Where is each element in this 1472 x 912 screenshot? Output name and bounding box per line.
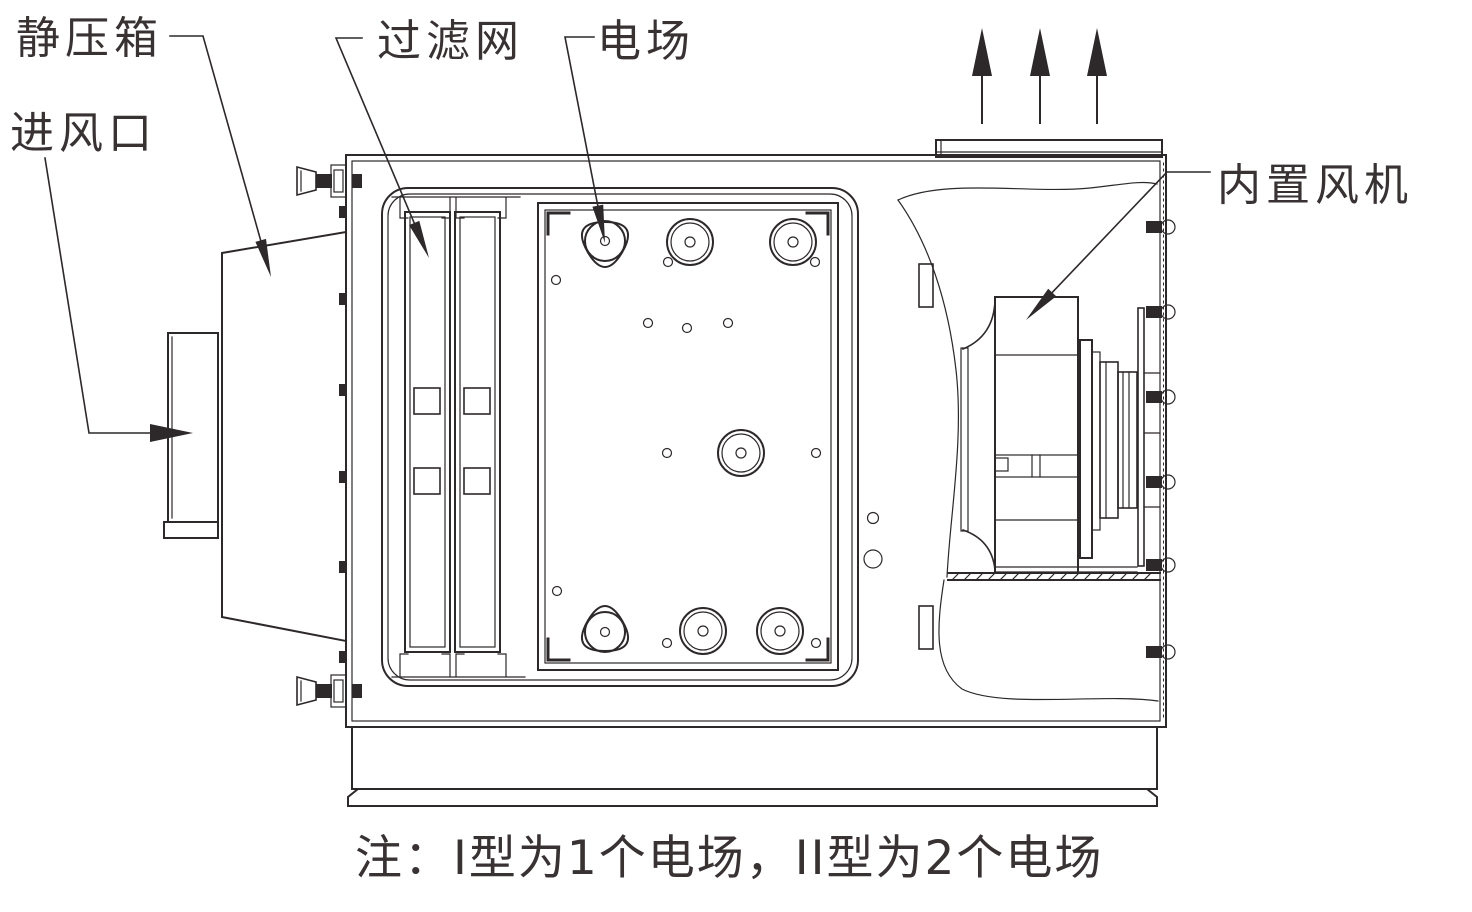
leader-built-in-fan — [1026, 171, 1211, 320]
panel-hole — [661, 447, 673, 459]
door-latch-bottom — [296, 674, 362, 708]
built-in-fan — [960, 296, 1161, 574]
door-latch-top — [296, 164, 362, 198]
corner-bracket — [805, 637, 830, 662]
scroll-inlet-curve — [961, 528, 996, 571]
corner-bracket — [546, 211, 571, 236]
fan-scroll-housing — [994, 296, 1079, 574]
exhaust-airflow-arrows — [972, 28, 1107, 124]
up-arrow-icon — [1030, 28, 1050, 124]
bolt — [1146, 304, 1176, 320]
leader-electric-field — [564, 36, 605, 243]
filter-handle — [413, 387, 441, 415]
break-line — [938, 579, 1159, 702]
rivet — [339, 561, 347, 573]
panel-hole — [662, 256, 674, 268]
filter-handle — [413, 467, 441, 495]
label-electric-field: 电场 — [597, 16, 695, 67]
panel-hole — [866, 511, 880, 525]
break-line — [897, 181, 1158, 201]
label-plenum: 静压箱 — [16, 13, 163, 64]
rivet — [339, 384, 347, 396]
tri-knob-top — [581, 220, 629, 268]
inner-door-frame — [381, 187, 859, 687]
rivet — [339, 471, 347, 483]
corner-bracket — [546, 637, 571, 662]
base-pedestal — [347, 726, 1158, 807]
up-arrow-icon — [972, 28, 992, 124]
motor-mount-rail — [1137, 307, 1145, 567]
right-arrow-icon — [150, 424, 193, 442]
fan-back-plate — [960, 347, 969, 532]
inlet-duct — [163, 332, 219, 539]
bolt — [1146, 219, 1176, 235]
cabinet-inner-wall — [351, 160, 1161, 722]
note-text: 注：I型为1个电场，II型为2个电场 — [355, 831, 1103, 886]
bushing — [679, 607, 727, 655]
fan-compartment — [897, 181, 1161, 702]
bolt — [1146, 644, 1176, 660]
plenum-box — [221, 230, 348, 643]
label-inlet: 进风口 — [10, 108, 157, 159]
panel-hole — [810, 447, 822, 459]
panel-hole — [661, 637, 673, 649]
filter-handle — [463, 387, 491, 415]
wall-bracket — [918, 263, 934, 308]
label-built-in-fan: 内置风机 — [1217, 160, 1413, 211]
tri-knob-bottom — [581, 605, 629, 653]
rivet — [339, 206, 347, 218]
fan-deck — [947, 572, 1161, 581]
filter-slot-rails — [391, 196, 526, 678]
panel-hole — [551, 585, 563, 597]
bolt — [1146, 474, 1176, 490]
panel-hole — [809, 256, 821, 268]
panel-hole — [810, 637, 822, 649]
rivet — [339, 293, 347, 305]
leader-filter-mesh — [334, 37, 429, 258]
electric-field-panel — [537, 202, 883, 671]
filter-panel-2 — [454, 211, 501, 653]
wall-bracket — [918, 605, 934, 650]
bushing — [769, 218, 817, 266]
filter-handle — [463, 467, 491, 495]
scroll-inlet-curve — [961, 299, 996, 351]
up-arrow-icon — [1087, 28, 1107, 124]
panel-holes — [550, 256, 883, 649]
corner-bracket — [805, 211, 830, 236]
outlet-duct — [935, 139, 1163, 158]
bolt — [1146, 557, 1176, 573]
hatch-marks — [951, 572, 1152, 581]
rivet — [339, 651, 347, 663]
label-filter-mesh: 过滤网 — [377, 16, 524, 67]
leader-plenum — [169, 35, 271, 277]
bushing — [717, 429, 765, 477]
panel-hole — [722, 317, 734, 329]
leader-lines — [169, 35, 1211, 320]
bushing — [666, 218, 714, 266]
left-wall-rivets — [339, 206, 347, 663]
panel-hole — [863, 549, 883, 569]
panel-hole — [550, 274, 562, 286]
right-wall-bolts — [1146, 219, 1176, 660]
bolt — [1146, 389, 1176, 405]
insulator-bushings — [666, 218, 817, 655]
filter-panel-1 — [404, 211, 451, 653]
panel-hole — [642, 317, 654, 329]
bushing — [756, 607, 804, 655]
panel-hole — [681, 322, 693, 334]
fan-motor — [1079, 307, 1161, 567]
break-line — [897, 199, 960, 578]
inlet-duct-flange — [163, 521, 219, 539]
inlet-leader-arrow — [44, 157, 193, 442]
